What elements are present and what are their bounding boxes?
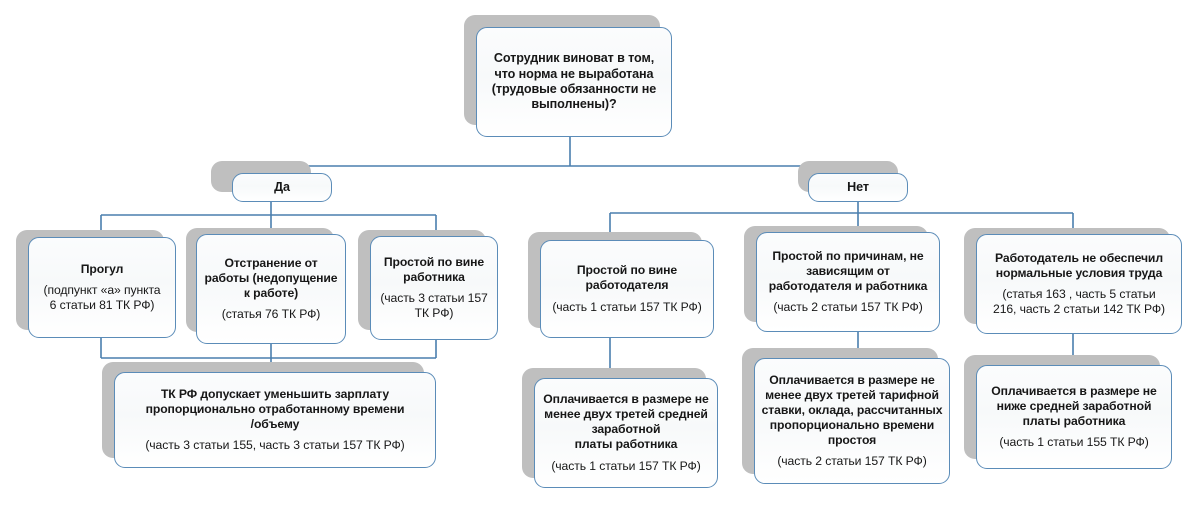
otstranenie-node[interactable]: Отстранение от работы (недопущение к раб… — [196, 234, 346, 344]
pay-not-below-avg-title: Оплачивается в размере не ниже средней з… — [991, 383, 1157, 428]
prostoy-rabotodatel-reference: (часть 1 статьи 157 ТК РФ) — [552, 299, 702, 314]
usloviya-truda-reference: (статья 163 , часть 5 статьи 216, часть … — [993, 287, 1165, 317]
otstranenie-title: Отстранение от работы (недопущение к раб… — [204, 255, 338, 300]
prostoy-nezavis-title: Простой по причинам, не зависящим от раб… — [768, 248, 928, 293]
progul-reference: (подпункт «а» пункта 6 статьи 81 ТК РФ) — [43, 283, 161, 313]
summary-left-node[interactable]: ТК РФ допускает уменьшить зарплату пропо… — [114, 372, 436, 468]
otstranenie-reference: (статья 76 ТК РФ) — [221, 307, 321, 322]
prostoy-rabotnik-reference: (часть 3 статьи 157 ТК РФ) — [380, 291, 488, 321]
pay-two-thirds-tarif-node[interactable]: Оплачивается в размере не менее двух тре… — [754, 358, 950, 484]
pay-not-below-avg-reference: (часть 1 статьи 155 ТК РФ) — [999, 435, 1149, 450]
root-question-node[interactable]: Сотрудник виноват в том, что норма не вы… — [476, 27, 672, 137]
usloviya-truda-title: Работодатель не обеспечил нормальные усл… — [995, 250, 1163, 280]
yes-label: Да — [274, 179, 290, 194]
no-node[interactable]: Нет — [808, 173, 908, 202]
pay-two-thirds-avg-reference: (часть 1 статьи 157 ТК РФ) — [551, 458, 701, 473]
pay-not-below-avg-node[interactable]: Оплачивается в размере не ниже средней з… — [976, 365, 1172, 469]
pay-two-thirds-avg-title: Оплачивается в размере не менее двух тре… — [543, 392, 709, 452]
pay-two-thirds-avg-node[interactable]: Оплачивается в размере не менее двух тре… — [534, 378, 718, 488]
no-label: Нет — [847, 179, 869, 194]
prostoy-rabotnik-title: Простой по вине работника — [383, 254, 485, 284]
pay-two-thirds-tarif-reference: (часть 2 статьи 157 ТК РФ) — [777, 454, 927, 469]
prostoy-rabotodatel-node[interactable]: Простой по вине работодателя (часть 1 ст… — [540, 240, 714, 338]
pay-two-thirds-tarif-title: Оплачивается в размере не менее двух тре… — [761, 373, 943, 447]
root-question-text: Сотрудник виноват в том, что норма не вы… — [491, 51, 657, 112]
summary-left-reference: (часть 3 статьи 155, часть 3 статьи 157 … — [145, 438, 405, 453]
prostoy-nezavis-reference: (часть 2 статьи 157 ТК РФ) — [773, 300, 923, 315]
prostoy-nezavis-node[interactable]: Простой по причинам, не зависящим от раб… — [756, 232, 940, 332]
prostoy-rabotodatel-title: Простой по вине работодателя — [576, 263, 678, 293]
summary-left-title: ТК РФ допускает уменьшить зарплату пропо… — [145, 386, 405, 431]
progul-title: Прогул — [80, 261, 124, 276]
yes-node[interactable]: Да — [232, 173, 332, 202]
prostoy-rabotnik-node[interactable]: Простой по вине работника (часть 3 стать… — [370, 236, 498, 340]
progul-node[interactable]: Прогул (подпункт «а» пункта 6 статьи 81 … — [28, 237, 176, 338]
usloviya-truda-node[interactable]: Работодатель не обеспечил нормальные усл… — [976, 234, 1182, 334]
